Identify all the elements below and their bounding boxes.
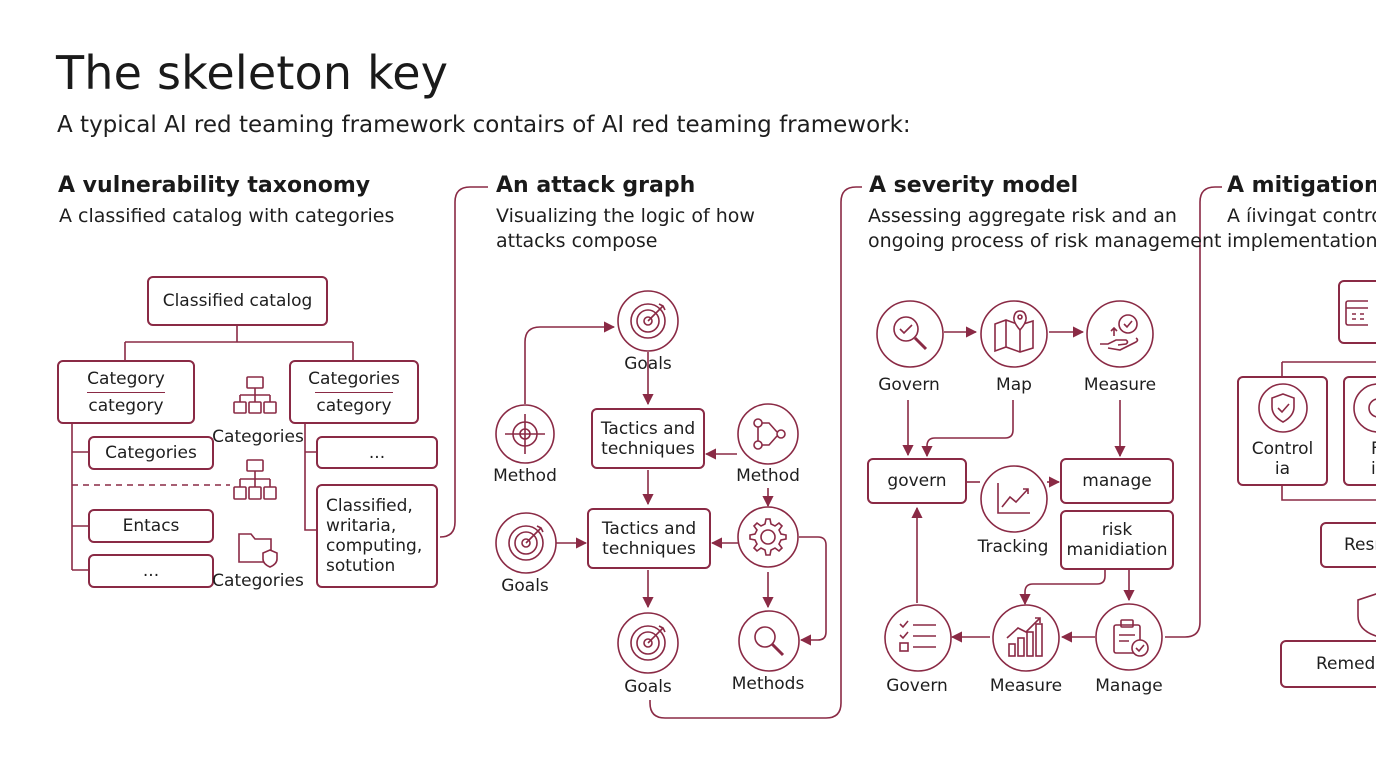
hierarchy-icon: [233, 459, 277, 500]
gear-icon: [1353, 383, 1376, 433]
methods-label: Methods: [731, 674, 805, 694]
target-icon: [617, 290, 679, 352]
divider-3: [1165, 186, 1222, 638]
risk-node: risk manidiation: [1060, 510, 1174, 570]
taxonomy-item: Categories: [88, 436, 214, 470]
gear-icon: [737, 506, 799, 568]
measure-label: Measure: [989, 676, 1063, 696]
clipboard-check-icon: [1095, 603, 1163, 671]
taxonomy-description: A classified catalog with categories: [59, 205, 395, 227]
shield-check-icon: [1257, 383, 1308, 433]
calendar-icon: [1345, 300, 1368, 326]
page-subtitle: A typical AI red teaming framework conta…: [57, 112, 911, 138]
category-group-right-bottom: category: [316, 395, 392, 416]
target-icon: [495, 512, 557, 574]
severity-description-line-2: ongoing process of risk management: [868, 230, 1222, 252]
goals-label: Goals: [624, 677, 672, 697]
goals-label: Goals: [501, 576, 549, 596]
crosshair-icon: [495, 404, 555, 464]
category-group-right-top: Categories: [308, 368, 400, 389]
severity-description-line-1: Assessing aggregate risk and an: [868, 205, 1177, 227]
fu-label: Fu imp: [1371, 439, 1376, 479]
tactics-techniques-node: Tactics and techniques: [587, 508, 711, 569]
map-label: Map: [996, 375, 1032, 395]
mitigation-description-line-1: A íivingat contro: [1227, 205, 1376, 227]
category-group-left-bottom: category: [88, 395, 164, 416]
attack-graph-description-line-2: attacks compose: [496, 230, 658, 252]
mitigation-description-line-2: implementation: [1227, 230, 1376, 252]
page-title: The skeleton key: [56, 46, 449, 100]
control-label: Control ia: [1251, 439, 1314, 479]
control-node: Control ia: [1237, 376, 1328, 486]
remedi-node: Remedi: [1280, 640, 1376, 688]
taxonomy-item-detail: Classified, writaria, computing, sotutio…: [316, 484, 438, 588]
hand-check-icon: [1086, 300, 1154, 368]
resr-node: Resr: [1320, 522, 1376, 568]
govern-label: Govern: [886, 676, 948, 696]
map-icon: [980, 300, 1048, 368]
tracking-label: Tracking: [977, 537, 1049, 557]
manage-node: manage: [1060, 458, 1174, 504]
taxonomy-heading: A vulnerability taxonomy: [58, 173, 371, 198]
govern-node: govern: [867, 458, 967, 504]
attack-graph-description-line-1: Visualizing the logic of how: [496, 205, 755, 227]
trend-chart-icon: [980, 465, 1048, 533]
category-group-left-top: Category: [87, 368, 165, 389]
category-group-left: Category category: [57, 360, 195, 424]
target-icon: [617, 612, 679, 674]
calendar-node: [1338, 280, 1376, 344]
bar-chart-icon: [992, 604, 1060, 672]
taxonomy-item: ...: [88, 554, 214, 588]
taxonomy-item: ...: [316, 436, 438, 469]
magnifier-icon: [738, 610, 800, 672]
goals-label: Goals: [624, 354, 672, 374]
method-label: Method: [493, 466, 557, 486]
hierarchy-icon: [233, 376, 277, 414]
manage-label: Manage: [1095, 676, 1163, 696]
mitigation-heading: A mitigation la: [1227, 173, 1376, 198]
magnifier-check-icon: [876, 300, 944, 368]
icon-label: Categories: [212, 427, 304, 447]
attack-graph-heading: An attack graph: [496, 173, 696, 198]
tactics-techniques-node: Tactics and techniques: [591, 408, 705, 469]
shield-icon: [1357, 593, 1376, 637]
category-group-right: Categories category: [289, 360, 419, 424]
measure-label: Measure: [1083, 375, 1157, 395]
classified-catalog-node: Classified catalog: [147, 276, 328, 326]
severity-heading: A severity model: [869, 173, 1079, 198]
checklist-icon: [884, 604, 952, 672]
folder-shield-icon: [238, 533, 278, 568]
method-label: Method: [736, 466, 800, 486]
icon-label: Categories: [212, 571, 304, 591]
workflow-icon: [737, 403, 799, 465]
fu-node: Fu imp: [1343, 376, 1376, 486]
govern-label: Govern: [878, 375, 940, 395]
taxonomy-item: Entacs: [88, 509, 214, 543]
divider-1: [439, 186, 488, 538]
